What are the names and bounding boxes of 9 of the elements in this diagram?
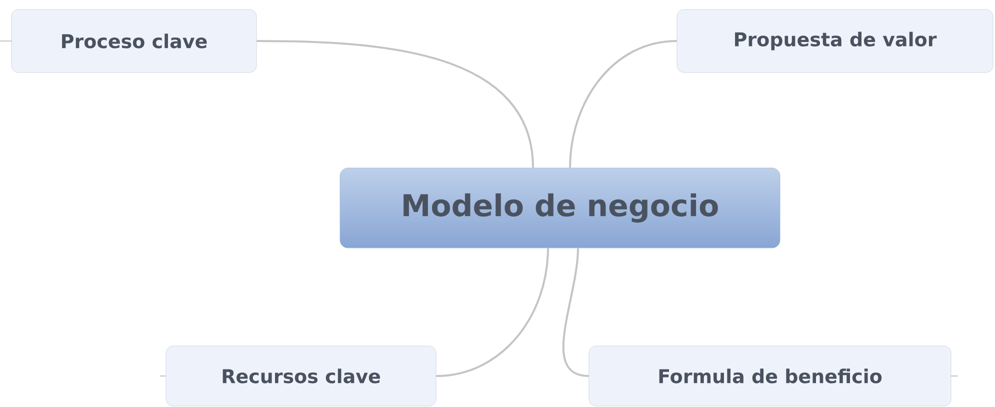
connector-line — [436, 248, 549, 377]
topic-box: Formula de beneficio — [588, 346, 952, 406]
central-topic-box: Modelo de negocio — [340, 168, 780, 248]
connector-line — [562, 248, 589, 377]
topic-box: Recursos clave — [166, 346, 436, 406]
topic-box: Propuesta de valor — [676, 9, 994, 73]
connector-line — [569, 40, 677, 168]
connector-line — [256, 40, 534, 168]
topic-box: Proceso clave — [11, 9, 257, 73]
